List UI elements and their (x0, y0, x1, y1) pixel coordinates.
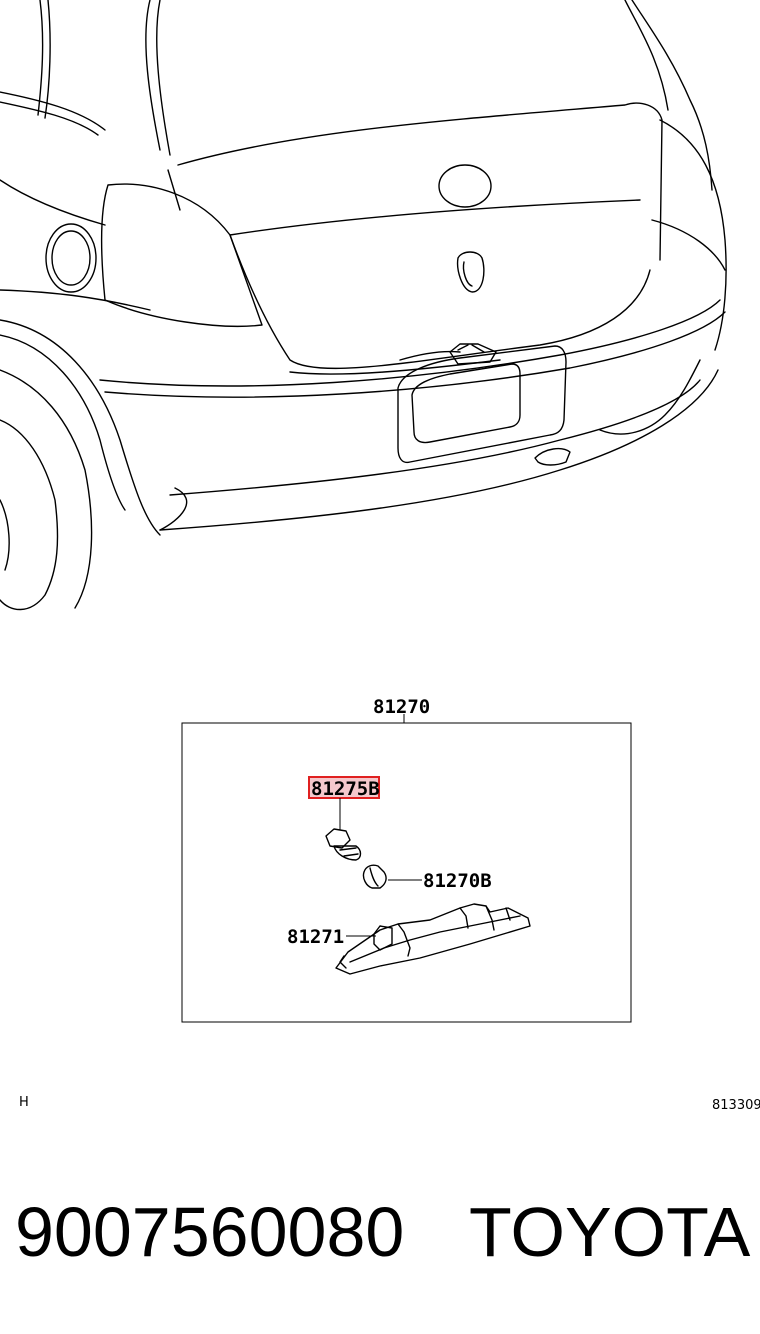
callout-assembly[interactable]: 81270 (373, 696, 430, 718)
lens-part (335, 903, 531, 975)
callout-lens[interactable]: 81271 (287, 926, 344, 948)
callout-bulb[interactable]: 81270B (423, 870, 492, 892)
brand-name: TOYOTA (469, 1193, 751, 1271)
callout-socket[interactable]: 81275B (311, 778, 380, 800)
part-number: 9007560080 (15, 1193, 404, 1271)
bulb-part (362, 864, 387, 889)
parts-detail-box: 81270 81275B 81270B 812 (181, 696, 632, 1023)
left-code: H (19, 1095, 29, 1110)
socket-highlight (308, 776, 380, 799)
car-rear-illustration (0, 0, 727, 611)
detail-box-border (181, 722, 632, 1023)
socket-part (325, 828, 362, 861)
reference-code: 813309 (712, 1098, 760, 1113)
